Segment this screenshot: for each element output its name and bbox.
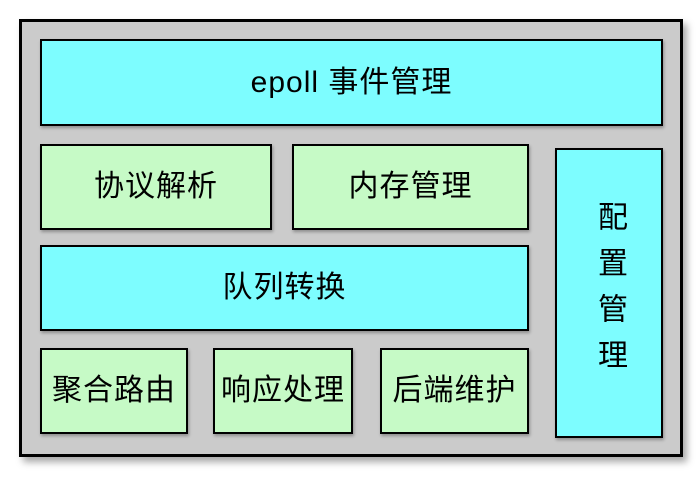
block-memory-management: 内存管理 [292, 144, 529, 230]
block-response-handling: 响应处理 [213, 348, 353, 434]
block-protocol-parsing: 协议解析 [40, 144, 272, 230]
architecture-panel: epoll 事件管理 协议解析 内存管理 队列转换 聚合路由 响应处理 后端维护… [19, 19, 683, 457]
block-backend-maintenance: 后端维护 [380, 348, 529, 434]
block-config-management: 配置管理 [555, 148, 663, 438]
block-epoll-event-management: epoll 事件管理 [40, 39, 663, 126]
block-aggregation-routing: 聚合路由 [40, 348, 188, 434]
block-queue-conversion: 队列转换 [40, 245, 529, 331]
